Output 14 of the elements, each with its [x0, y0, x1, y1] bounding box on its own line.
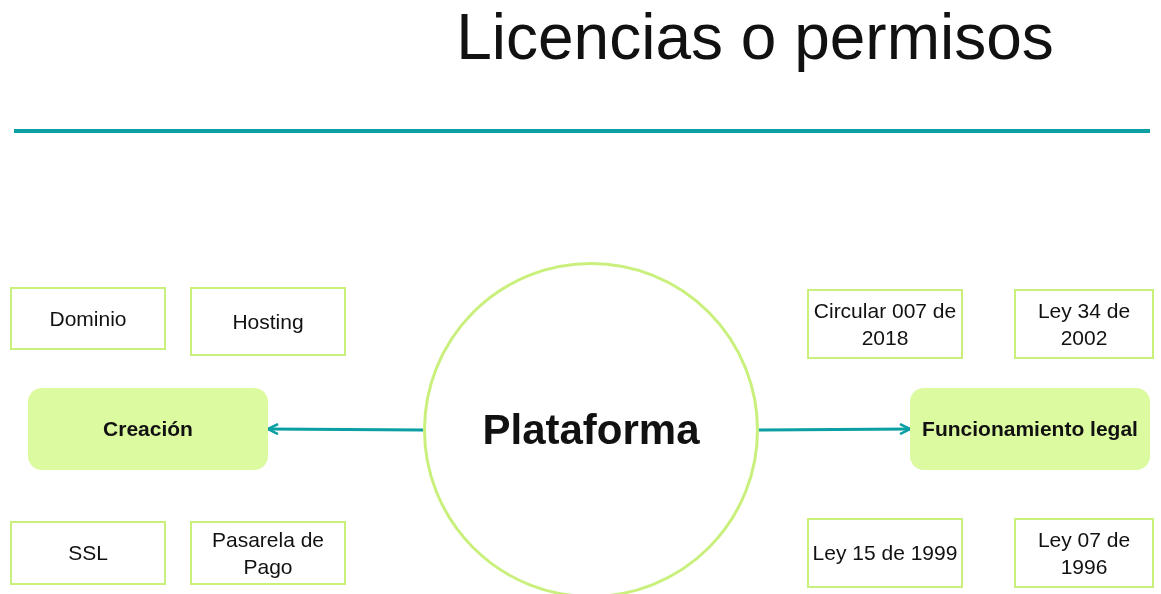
- item-box: Ley 07 de 1996: [1014, 518, 1154, 588]
- title: Licencias o permisos: [455, 0, 1055, 74]
- arrow: [759, 422, 912, 436]
- circle-node: Plataforma: [423, 262, 759, 594]
- item-box: Ley 34 de 2002: [1014, 289, 1154, 359]
- item-box: Circular 007 de 2018: [807, 289, 963, 359]
- item-box: Dominio: [10, 287, 166, 350]
- item-box: SSL: [10, 521, 166, 585]
- item-box: Pasarela de Pago: [190, 521, 346, 585]
- arrow: [266, 422, 423, 436]
- category-box: Creación: [28, 388, 268, 470]
- item-box: Ley 15 de 1999: [807, 518, 963, 588]
- item-box: Hosting: [190, 287, 346, 356]
- category-box: Funcionamiento legal: [910, 388, 1150, 470]
